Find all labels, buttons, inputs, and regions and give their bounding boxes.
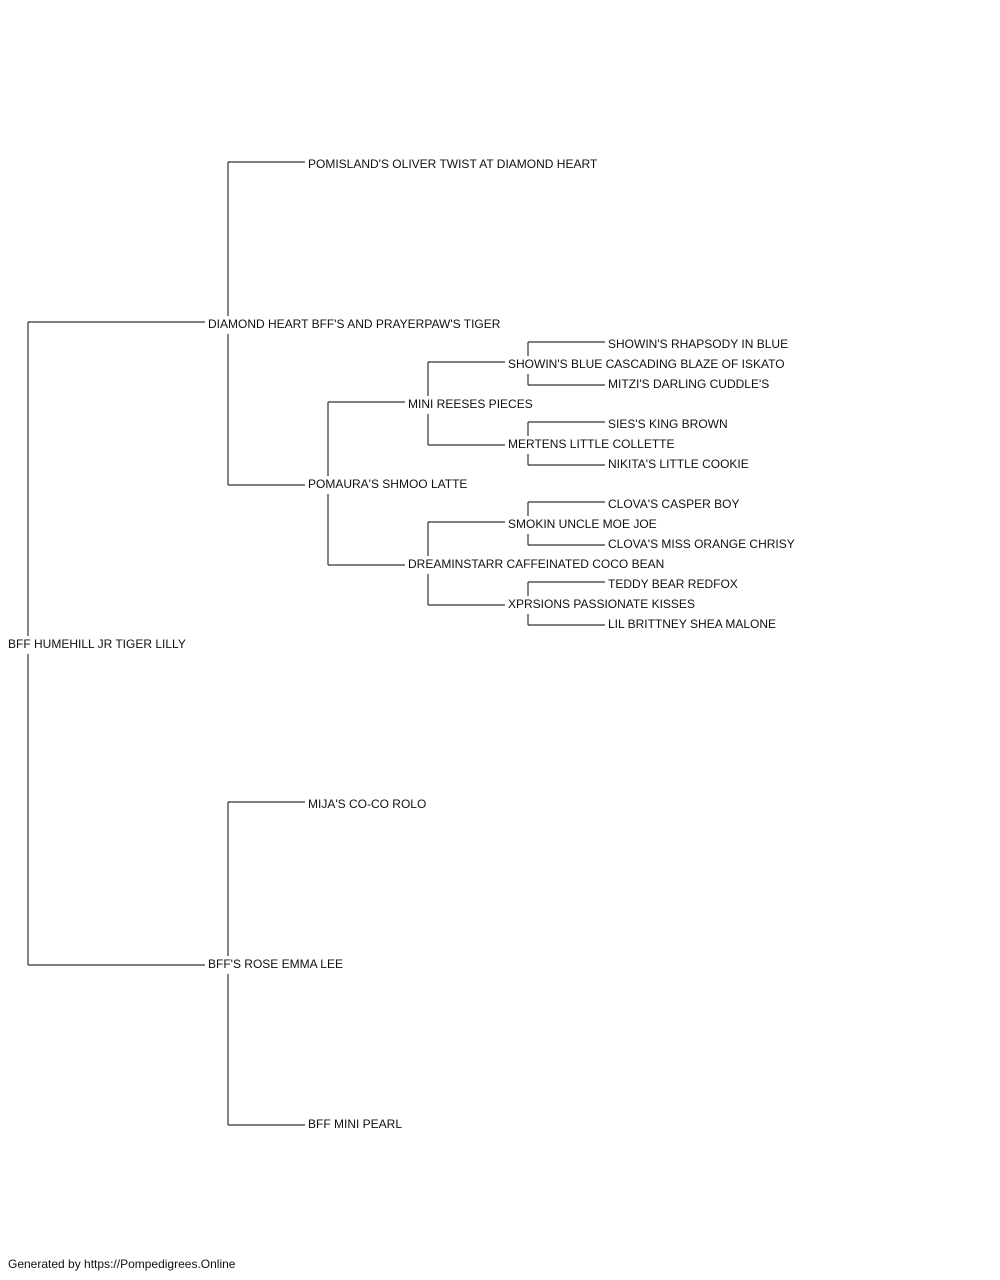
dam-dam-name: BFF MINI PEARL [308, 1117, 402, 1131]
sire-dam-dam-dam-dam-name: LIL BRITTNEY SHEA MALONE [608, 617, 776, 631]
footer-credit: Generated by https://Pompedigrees.Online [8, 1257, 236, 1271]
sire-name: DIAMOND HEART BFF'S AND PRAYERPAW'S TIGE… [208, 317, 501, 331]
sire-dam-dam-sire-name: SMOKIN UNCLE MOE JOE [508, 517, 657, 531]
sire-dam-dam-dam-name: XPRSIONS PASSIONATE KISSES [508, 597, 695, 611]
sire-dam-sire-name: MINI REESES PIECES [408, 397, 533, 411]
sire-dam-sire-dam-name: MERTENS LITTLE COLLETTE [508, 437, 674, 451]
dam-sire-name: MIJA'S CO-CO ROLO [308, 797, 426, 811]
sire-dam-dam-sire-sire-name: CLOVA'S CASPER BOY [608, 497, 739, 511]
dam-name: BFF'S ROSE EMMA LEE [208, 957, 343, 971]
sire-dam-dam-dam-sire-name: TEDDY BEAR REDFOX [608, 577, 738, 591]
sire-dam-sire-sire-sire-name: SHOWIN'S RHAPSODY IN BLUE [608, 337, 788, 351]
sire-dam-sire-sire-name: SHOWIN'S BLUE CASCADING BLAZE OF ISKATO [508, 357, 785, 371]
sire-dam-sire-dam-dam-name: NIKITA'S LITTLE COOKIE [608, 457, 749, 471]
sire-dam-dam-sire-dam-name: CLOVA'S MISS ORANGE CHRISY [608, 537, 795, 551]
sire-dam-name: POMAURA'S SHMOO LATTE [308, 477, 467, 491]
connector-lines [27, 161, 605, 1126]
subject-name: BFF HUMEHILL JR TIGER LILLY [8, 637, 186, 651]
sire-dam-sire-dam-sire-name: SIES'S KING BROWN [608, 417, 728, 431]
sire-sire-name: POMISLAND'S OLIVER TWIST AT DIAMOND HEAR… [308, 157, 598, 171]
sire-dam-sire-sire-dam-name: MITZI'S DARLING CUDDLE'S [608, 377, 769, 391]
pedigree-names: BFF HUMEHILL JR TIGER LILLY DIAMOND HEAR… [8, 157, 795, 1131]
sire-dam-dam-name: DREAMINSTARR CAFFEINATED COCO BEAN [408, 557, 664, 571]
